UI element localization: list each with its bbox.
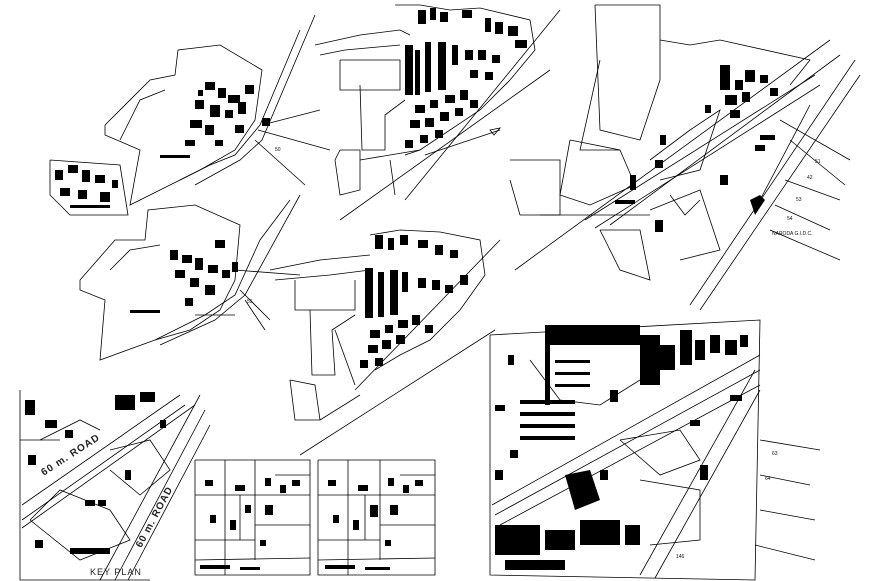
plan-panel-mid-left <box>79 194 301 361</box>
building-cluster-mid-center <box>360 235 468 368</box>
building-cluster-bottom-right <box>495 325 748 570</box>
plan-panel-top-left <box>49 14 331 216</box>
plan-panel-top-right <box>509 4 861 311</box>
building-cluster-plot-sheet-a <box>200 478 300 570</box>
plan-panel-plot-sheet-b <box>317 459 436 576</box>
plan-panel-bottom-right <box>489 319 821 581</box>
plot-number-label: 42 <box>807 175 813 181</box>
building-cluster-key-plan <box>25 392 166 554</box>
plot-number-label: 54 <box>787 216 793 222</box>
plot-number-label: 64 <box>765 476 771 482</box>
key-plan-title: KEY PLAN <box>90 567 142 577</box>
building-cluster-mid-left <box>130 240 238 313</box>
plot-number-label: 50 <box>275 147 281 153</box>
plan-panel-top-center <box>314 4 561 221</box>
building-cluster-plot-sheet-b <box>325 478 423 570</box>
plot-number-label: 51 <box>815 159 821 165</box>
plan-panel-key-plan <box>19 390 211 581</box>
plot-number-label: 55 <box>247 299 253 305</box>
building-cluster-top-right <box>615 65 778 232</box>
plan-panel-mid-center <box>269 229 501 456</box>
plot-number-label: 53 <box>796 197 802 203</box>
plot-number-label: 63 <box>772 451 778 457</box>
area-name-label: NARODA G.I.D.C. <box>772 231 813 237</box>
plot-number-label: 146 <box>676 554 685 560</box>
building-cluster-top-center <box>405 8 527 148</box>
plan-panel-plot-sheet-a <box>194 459 311 576</box>
building-cluster-top-left <box>55 82 270 208</box>
